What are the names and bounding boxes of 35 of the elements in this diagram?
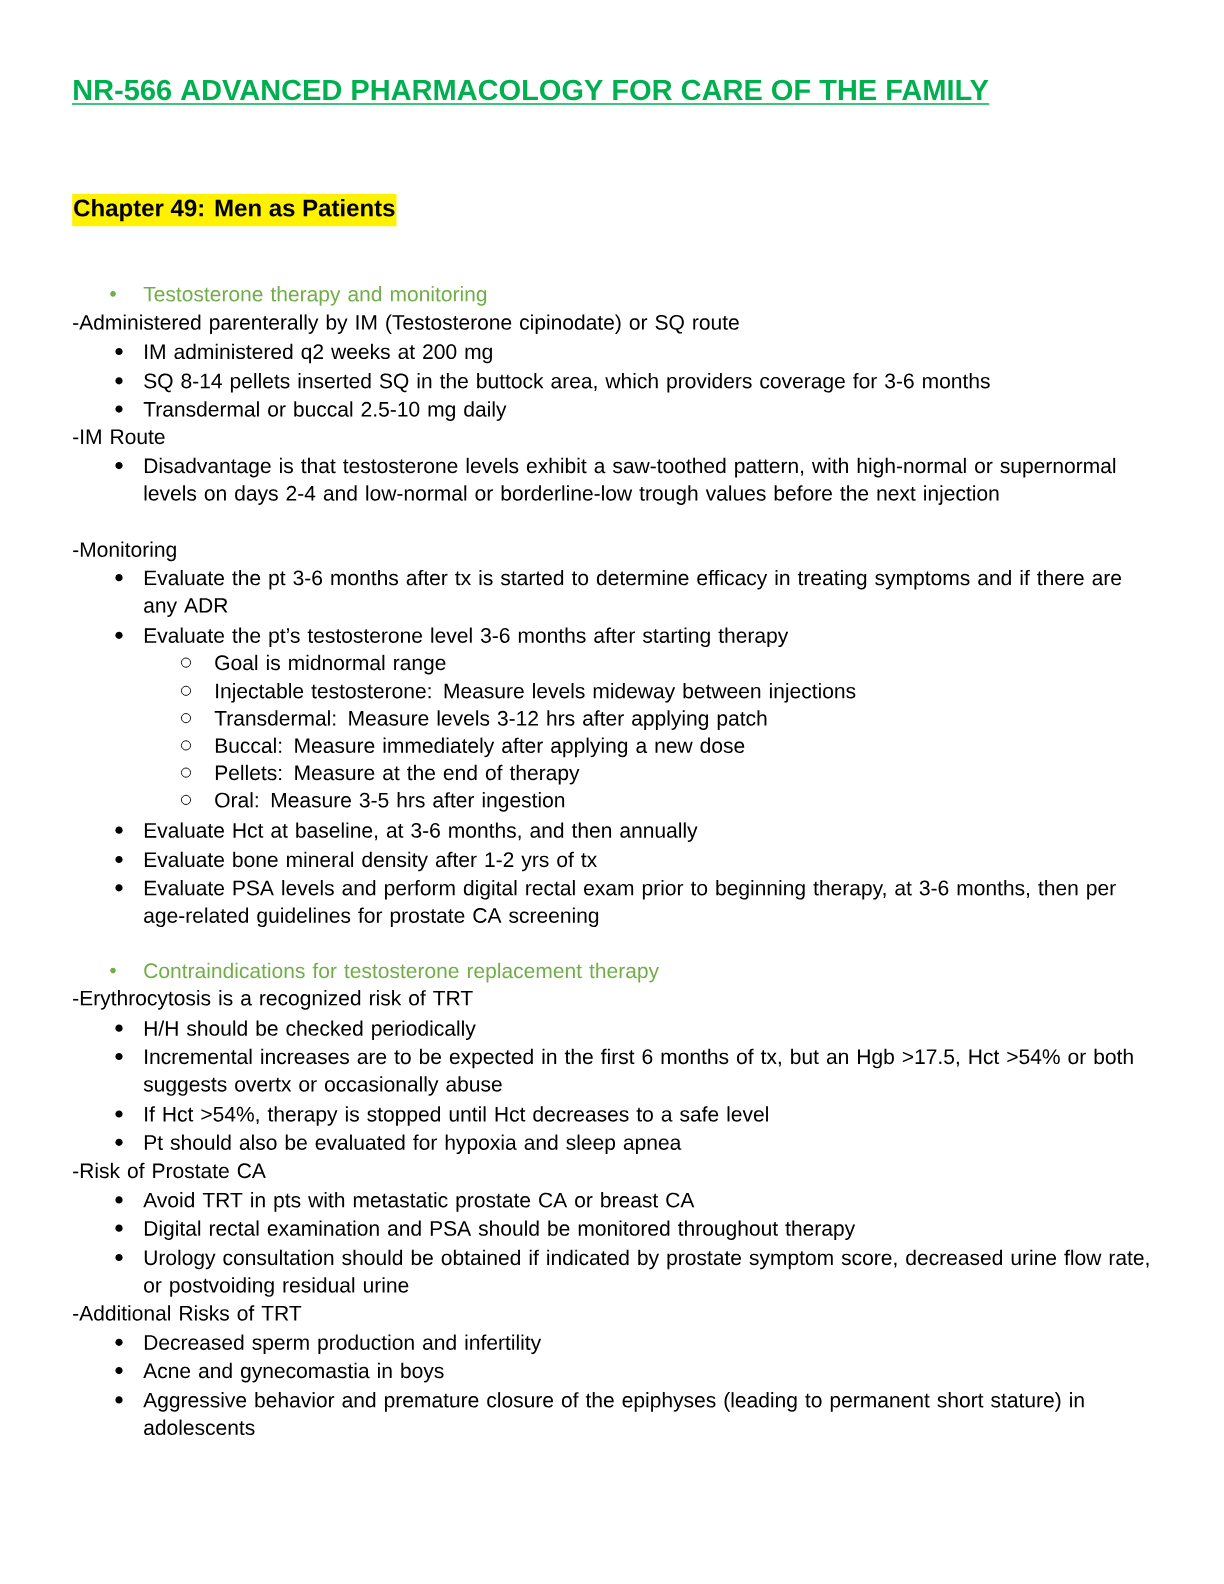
sub-list-item: Goal is midnormal range: [215, 654, 446, 675]
list-item: Evaluate PSA levels and perform digital rectal exam prior to beginning therapy, at 3-6 months, then per age-related guidelines for prostate CA screening: [144, 880, 1116, 928]
subheading: -Additional Risks of TRT: [73, 1305, 302, 1321]
list-item: Digital rectal examination and PSA should be monitored throughout therapy: [144, 1220, 856, 1240]
sub-list-item: Transdermal: Measure levels 3-12 hrs after applying patch: [214, 710, 767, 730]
subheading: -Erythrocytosis is a recognized risk of TRT: [73, 990, 473, 1010]
subheading: -Administered parenterally by IM (Testosterone cipinodate) or SQ route: [73, 314, 739, 334]
list-item: Incremental increases are to be expected in the first 6 months of tx, but an Hgb >17.5, Hct >54% or both suggests overtx or occasionally abuse: [143, 1048, 1133, 1096]
list-item: Evaluate the pt 3-6 months after tx is started to determine efficacy in treating symptoms and if there are any ADR: [144, 569, 1122, 617]
section-heading: Contraindications for testosterone replacement therapy: [144, 962, 660, 983]
list-item: Avoid TRT in pts with metastatic prostate CA or breast CA: [143, 1192, 695, 1212]
subheading: -Monitoring: [73, 541, 176, 562]
list-item: Aggressive behavior and premature closure of the epiphyses (leading to permanent short stature) in adolescents: [143, 1392, 1084, 1436]
title: NR-566 ADVANCED PHARMACOLOGY FOR CARE OF THE FAMILY: [74, 79, 989, 101]
list-item: Urology consultation should be obtained if indicated by prostate symptom score, decreased urine flow rate, or postvoiding residual urine: [144, 1249, 1149, 1297]
sub-list-item: Injectable testosterone: Measure levels mideway between injections: [216, 683, 856, 703]
subheading: -IM Route: [73, 429, 165, 445]
list-item: IM administered q2 weeks at 200 mg: [145, 343, 492, 364]
sub-list-item: Buccal: Measure immediately after applying a new dose: [215, 737, 745, 758]
sub-list-item: Oral: Measure 3-5 hrs after ingestion: [215, 792, 565, 812]
list-item: Evaluate Hct at baseline, at 3-6 months, and then annually: [144, 822, 698, 842]
list-item: Acne and gynecomastia in boys: [143, 1362, 444, 1383]
list-item: Evaluate bone mineral density after 1-2 yrs of tx: [144, 851, 597, 872]
list-item: Evaluate the pt’s testosterone level 3-6 months after starting therapy: [144, 627, 789, 648]
list-item: Pt should also be evaluated for hypoxia and sleep apnea: [144, 1134, 682, 1155]
list-item: Transdermal or buccal 2.5-10 mg daily: [143, 401, 507, 421]
list-item: SQ 8-14 pellets inserted SQ in the buttock area, which providers coverage for 3-6 months: [144, 373, 990, 393]
list-item: Decreased sperm production and infertility: [144, 1334, 542, 1355]
list-item: H/H should be checked periodically: [144, 1020, 476, 1040]
list-item: If Hct >54%, therapy is stopped until Hct decreases to a safe level: [145, 1106, 768, 1126]
subheading: -Risk of Prostate CA: [73, 1162, 266, 1179]
section-heading: Testosterone therapy and monitoring: [143, 286, 487, 306]
sub-list-item: Pellets: Measure at the end of therapy: [215, 764, 580, 785]
list-item: Disadvantage is that testosterone levels exhibit a saw-toothed pattern, with high-normal or supernormal levels on days 2-4 and low-normal or borderline-low trough values before the next injection: [144, 457, 1116, 505]
highlighted-heading: Chapter 49: Men as Patients: [72, 193, 397, 227]
